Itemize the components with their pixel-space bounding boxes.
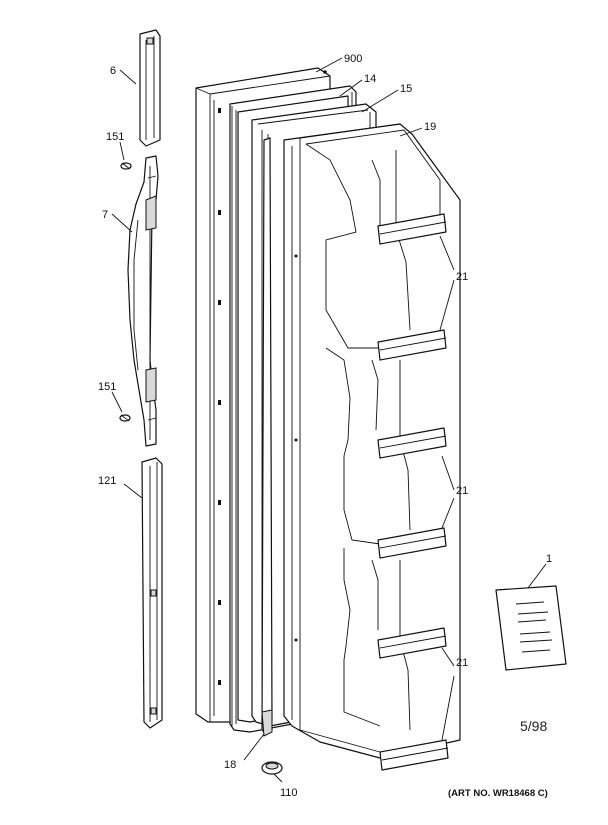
label-part-15: 15 <box>400 83 412 95</box>
label-part-121: 121 <box>98 475 116 487</box>
label-part-7: 7 <box>102 209 108 221</box>
label-part-6: 6 <box>110 65 116 77</box>
art-number: (ART NO. WR18468 C) <box>448 788 548 799</box>
part-151-screw-top <box>120 162 132 170</box>
part-18-trim-strip <box>261 137 273 737</box>
label-part-21-top: 21 <box>456 271 468 283</box>
shelf-rail <box>377 213 447 245</box>
part-151-screw-bottom <box>119 414 131 422</box>
shelf-rail <box>377 627 447 659</box>
shelf-rail <box>377 427 447 459</box>
label-part-21-bottom: 21 <box>456 657 468 669</box>
part-7-door-handle <box>127 155 159 447</box>
label-part-151-top: 151 <box>106 131 124 143</box>
part-121-handle-trim <box>141 457 163 729</box>
part-21-shelf-rails <box>377 213 449 771</box>
part-110-plug <box>261 761 283 775</box>
label-part-1: 1 <box>546 553 552 565</box>
part-1-owner-manual <box>495 585 567 671</box>
shelf-rail <box>379 739 449 771</box>
shelf-rail <box>377 527 447 559</box>
label-part-110: 110 <box>280 787 298 799</box>
part-19-inner-door-liner <box>283 123 461 759</box>
label-part-21-middle: 21 <box>456 485 468 497</box>
label-part-19: 19 <box>424 121 436 133</box>
revision-date: 5/98 <box>520 718 547 734</box>
leader-lines <box>111 57 547 783</box>
shelf-rail <box>377 329 447 361</box>
label-part-900: 900 <box>344 53 362 65</box>
part-6-handle-top-cap <box>139 29 161 147</box>
label-part-14: 14 <box>364 73 376 85</box>
label-part-18: 18 <box>224 759 236 771</box>
label-part-151-bottom: 151 <box>98 381 116 393</box>
